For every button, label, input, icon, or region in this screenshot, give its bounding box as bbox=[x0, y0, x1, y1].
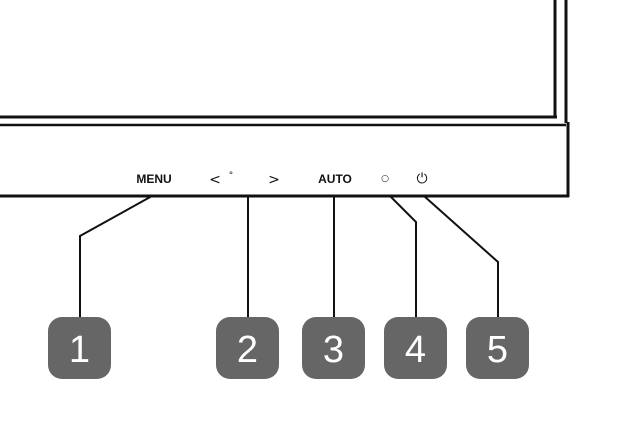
power-led-icon: ○ bbox=[381, 174, 389, 184]
callout-number-5: 5 bbox=[487, 329, 508, 371]
callout-badge-3: 3 bbox=[302, 317, 365, 379]
callout-badge-4: 4 bbox=[384, 317, 447, 379]
callout-badges: 1 2 3 4 5 bbox=[48, 317, 529, 379]
callout-badge-2: 2 bbox=[216, 317, 279, 379]
bezel-buttons: MENU < ° > AUTO ○ ⏻ bbox=[136, 171, 427, 188]
leader-line-1 bbox=[79, 195, 153, 320]
callout-badge-5: 5 bbox=[466, 317, 529, 379]
auto-button[interactable]: AUTO bbox=[318, 172, 352, 186]
left-indicator-dot: ° bbox=[229, 171, 234, 181]
callout-number-1: 1 bbox=[69, 329, 90, 371]
leader-line-5 bbox=[423, 195, 499, 320]
menu-button[interactable]: MENU bbox=[136, 172, 171, 186]
right-arrow-button[interactable]: > bbox=[268, 172, 280, 188]
left-arrow-button[interactable]: < bbox=[209, 172, 221, 188]
callout-number-2: 2 bbox=[237, 329, 258, 371]
power-button-icon[interactable]: ⏻ bbox=[416, 171, 427, 187]
callout-number-3: 3 bbox=[323, 329, 344, 371]
callout-number-4: 4 bbox=[405, 329, 426, 371]
leader-line-4 bbox=[389, 195, 417, 320]
callout-badge-1: 1 bbox=[48, 317, 111, 379]
monitor-bezel bbox=[0, 0, 570, 198]
leader-lines bbox=[79, 195, 499, 320]
